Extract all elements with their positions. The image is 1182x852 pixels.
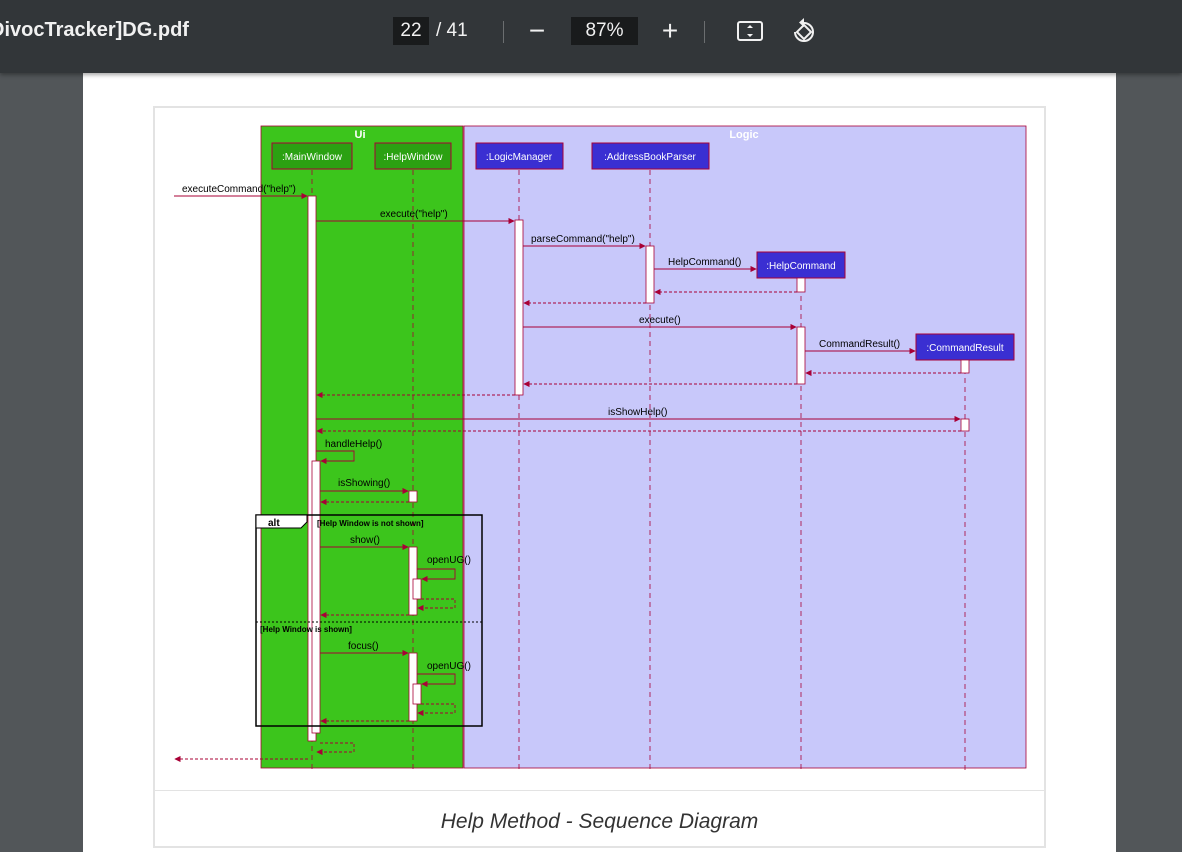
toolbar-divider	[503, 21, 504, 43]
zoom-level-input[interactable]: 87%	[571, 17, 638, 45]
self-return-arrow	[316, 742, 355, 756]
fit-page-button[interactable]	[733, 14, 767, 48]
alt-guard-shown: [Help Window is shown]	[260, 625, 352, 634]
alt-fragment-label: alt	[268, 518, 280, 529]
activation-bar	[960, 359, 970, 374]
message-label: handleHelp()	[325, 439, 382, 450]
caption-divider	[155, 790, 1044, 791]
participant-logic-manager	[475, 142, 564, 170]
self-message-arrow	[316, 450, 355, 465]
pdf-page: Ui Logic :MainWindow :HelpWindow :LogicM…	[83, 73, 1116, 852]
activation-bar	[412, 683, 422, 705]
rotate-icon	[794, 18, 814, 42]
message-label: isShowHelp()	[608, 407, 667, 418]
activation-bar	[796, 326, 806, 385]
alt-fragment-tab	[255, 514, 308, 529]
participant-logic-manager-label: :LogicManager	[486, 152, 553, 163]
message-label: execute("help")	[380, 209, 448, 220]
message-label: CommandResult()	[819, 339, 900, 350]
toolbar-divider	[704, 21, 705, 43]
self-message-arrow	[417, 673, 456, 688]
participant-main-window-label: :MainWindow	[282, 152, 343, 163]
participant-help-window	[374, 142, 452, 170]
message-label: isShowing()	[338, 478, 390, 489]
participant-parser	[591, 142, 710, 170]
activation-bar	[960, 418, 970, 432]
participant-help-window-label: :HelpWindow	[384, 152, 444, 163]
fit-page-icon	[737, 21, 763, 41]
page-number-input[interactable]: 22	[393, 17, 429, 45]
message-label: executeCommand("help")	[182, 184, 296, 195]
pdf-toolbar: DivocTracker]DG.pdf 22 / 41 − 87% +	[0, 0, 1182, 73]
participant-main-window	[271, 142, 353, 170]
figure-caption: Help Method - Sequence Diagram	[440, 810, 759, 833]
logic-group	[463, 125, 1027, 769]
zoom-in-button[interactable]: +	[661, 15, 679, 46]
message-label: execute()	[639, 315, 681, 326]
self-return-arrow	[417, 703, 456, 717]
logic-group-label: Logic	[729, 129, 758, 141]
participant-parser-label: :AddressBookParser	[604, 152, 696, 163]
participant-command-result	[915, 333, 1015, 361]
document-title: DivocTracker]DG.pdf	[0, 19, 189, 41]
zoom-out-button[interactable]: −	[528, 15, 546, 46]
activation-bar	[311, 460, 321, 734]
sequence-diagram: Ui Logic :MainWindow :HelpWindow :LogicM…	[174, 125, 1027, 773]
activation-bar	[412, 578, 422, 600]
self-return-arrow	[417, 598, 456, 612]
ui-group-label: Ui	[355, 129, 366, 141]
activation-bar	[408, 490, 418, 503]
message-label: openUG()	[427, 661, 471, 672]
alt-fragment	[255, 514, 483, 727]
ui-group	[260, 125, 464, 769]
message-label: HelpCommand()	[668, 257, 741, 268]
message-label: focus()	[348, 641, 379, 652]
activation-bar	[514, 219, 524, 396]
rotate-button[interactable]	[787, 14, 821, 48]
participant-help-command-label: :HelpCommand	[766, 261, 835, 272]
message-label: show()	[350, 535, 380, 546]
participant-command-result-label: :CommandResult	[926, 343, 1003, 354]
activation-bar	[796, 277, 806, 293]
message-label: parseCommand("help")	[531, 234, 635, 245]
message-label: openUG()	[427, 555, 471, 566]
participant-help-command	[756, 251, 846, 279]
activation-bar	[645, 245, 655, 304]
alt-guard-not-shown: [Help Window is not shown]	[317, 519, 424, 528]
figure-frame: Ui Logic :MainWindow :HelpWindow :LogicM…	[153, 106, 1046, 848]
self-message-arrow	[417, 568, 456, 583]
page-total: / 41	[436, 20, 468, 41]
